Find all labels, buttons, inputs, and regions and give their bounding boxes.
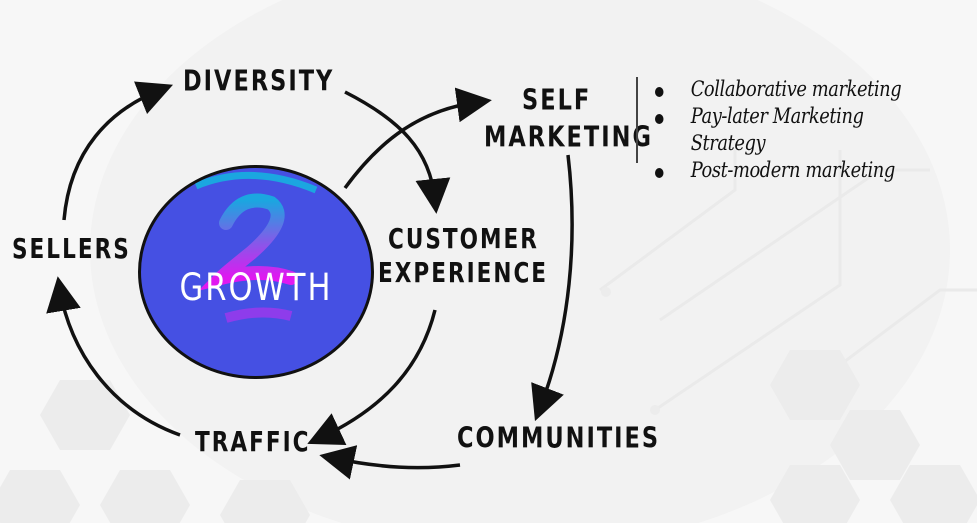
node-customer-experience-line2: EXPERIENCE — [378, 256, 549, 290]
arrow-diversity-customer — [344, 90, 451, 214]
arrow-sellers-diversity — [62, 81, 173, 221]
arrow-growth-self — [343, 87, 492, 190]
arrow-communities-traffic — [319, 445, 461, 480]
growth-circle: GROWTH — [138, 165, 374, 379]
self-marketing-list: Collaborative marketing Pay-later Market… — [655, 76, 977, 184]
node-diversity: DIVERSITY — [183, 63, 335, 98]
node-communities: COMMUNITIES — [457, 420, 661, 455]
arrow-self-communities — [531, 154, 574, 422]
node-customer-experience-line1: CUSTOMER — [388, 222, 539, 256]
arrow-traffic-sellers — [46, 276, 181, 437]
list-item: Collaborative marketing — [655, 76, 929, 103]
growth-logo-icon — [194, 172, 318, 323]
list-divider — [636, 77, 638, 163]
node-self-marketing-line2: MARKETING — [484, 119, 653, 154]
node-sellers: SELLERS — [12, 232, 131, 266]
node-traffic: TRAFFIC — [195, 425, 311, 459]
list-item: Post-modern marketing — [655, 157, 929, 184]
growth-label: GROWTH — [179, 266, 333, 310]
list-item: Pay-later Marketing Strategy — [655, 103, 929, 157]
node-self-marketing-line1: SELF — [522, 82, 592, 117]
arrow-customer-traffic — [307, 309, 437, 445]
